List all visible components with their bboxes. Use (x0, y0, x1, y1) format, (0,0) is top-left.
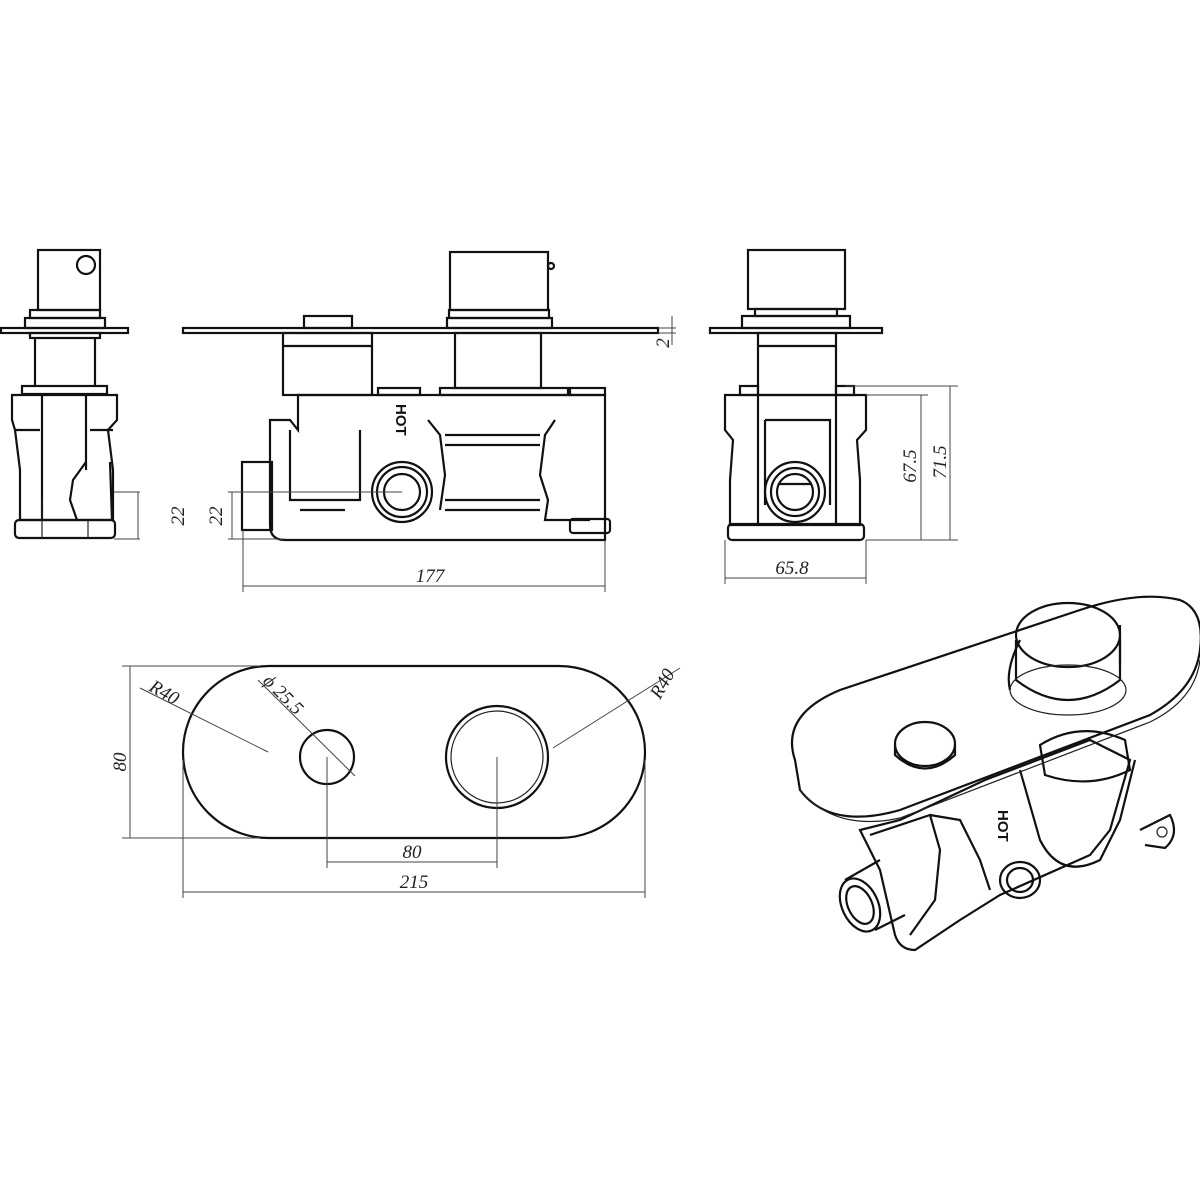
hot-label-iso: HOT (994, 810, 1011, 842)
dim-65-8: 65.8 (775, 558, 809, 579)
dim-67-5: 67.5 (900, 449, 921, 482)
hot-label-front: HOT (392, 404, 409, 436)
dim-215: 215 (400, 872, 429, 893)
left-side-view: 22 (0, 248, 189, 540)
dim-plate-2: 2 (653, 338, 674, 348)
isometric-view: HOT (790, 595, 1200, 952)
dim-left-22: 22 (168, 506, 189, 526)
knob-hole (75, 254, 97, 276)
dim-71-5: 71.5 (930, 445, 951, 478)
iso-cover-plate (790, 595, 1200, 818)
dim-177: 177 (416, 566, 446, 587)
dim-phi-25-5: ϕ 25.5 (258, 671, 307, 720)
dim-spacing-80: 80 (403, 842, 423, 863)
front-view: HOT 2 22 177 (181, 250, 676, 592)
plan-view: 80 80 215 R40 ϕ 25.5 R40 (110, 664, 681, 898)
dim-r40-left: R40 (145, 676, 183, 710)
right-side-view: 67.5 71.5 65.8 (708, 248, 958, 584)
dim-front-22: 22 (206, 506, 227, 526)
cover-plate (181, 664, 647, 840)
dim-plate-80: 80 (110, 752, 131, 772)
